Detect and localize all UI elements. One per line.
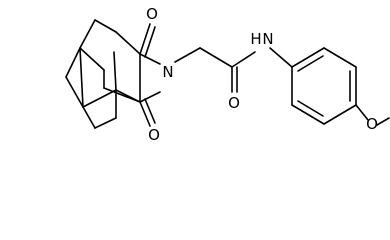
bond	[323, 104, 357, 125]
bond	[323, 47, 357, 68]
bond	[65, 76, 84, 108]
bond	[94, 117, 117, 129]
bond-lines	[65, 19, 390, 129]
bond	[94, 19, 117, 33]
atom-label-nitrogen: N	[262, 30, 273, 48]
bond	[82, 106, 96, 129]
bond	[82, 89, 117, 108]
bond	[139, 91, 161, 103]
atom-label-nitrogen: N	[162, 63, 173, 81]
bond	[355, 104, 369, 121]
chemical-structure-diagram: O N O O H N O	[65, 5, 390, 144]
bond	[103, 87, 141, 103]
bond	[144, 98, 156, 124]
bond	[269, 47, 293, 68]
atom-label-oxygen: O	[148, 126, 160, 144]
bond	[144, 26, 156, 58]
bond	[291, 104, 325, 125]
bond	[174, 47, 201, 63]
bond	[79, 19, 96, 49]
bond	[297, 55, 324, 72]
bond	[79, 47, 105, 71]
bond	[297, 100, 324, 117]
bond	[376, 117, 390, 126]
bond	[113, 51, 117, 91]
bond	[291, 47, 325, 68]
bond	[139, 23, 151, 55]
atom-label-oxygen: O	[228, 94, 240, 112]
bond	[139, 53, 161, 65]
atom-label-oxygen: O	[366, 115, 378, 133]
bond	[79, 47, 84, 108]
bond	[199, 47, 233, 68]
bond	[65, 47, 81, 78]
atom-label-oxygen: O	[146, 5, 158, 23]
atom-labels: O N O O H N O	[146, 5, 378, 144]
bond	[139, 101, 151, 127]
bond	[231, 51, 256, 68]
bond	[115, 31, 141, 55]
atom-label-hydrogen: H	[250, 30, 261, 48]
